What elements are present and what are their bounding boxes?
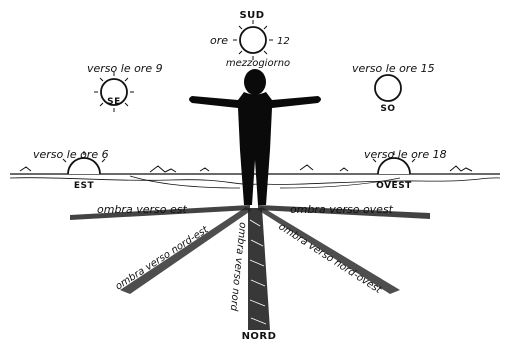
label-se: SE [107, 97, 121, 107]
label-ovest: OVEST [376, 181, 412, 191]
label-ore-12-value: 12 [277, 36, 290, 47]
label-ombra-verso-ovest: ombra verso ovest [290, 203, 394, 216]
label-sud: SUD [239, 10, 264, 21]
label-verso-ore-6: verso le ore 6 [33, 148, 109, 161]
label-ombra-verso-nord-est: ombra verso nord-est [114, 224, 212, 293]
label-ombra-verso-nord-ovest: ombra verso nord-ovest [276, 221, 384, 296]
sun-so: verso le ore 15 SO [352, 62, 435, 114]
sun-sud: SUD ore 12 mezzogiorno [210, 10, 290, 69]
label-verso-ore-15: verso le ore 15 [352, 62, 435, 75]
sun-se: verso le ore 9 SE [87, 62, 163, 112]
shadow-north [248, 208, 270, 330]
label-ombra-verso-nord: ombra verso nord [228, 222, 248, 313]
label-mezzogiorno: mezzogiorno [226, 58, 290, 69]
sun-ovest: verso le ore 18 OVEST [364, 148, 447, 191]
label-so: SO [380, 104, 395, 114]
sun-est: verso le ore 6 EST [33, 148, 109, 191]
label-ore-12-prefix: ore [210, 34, 228, 47]
label-est: EST [74, 181, 95, 191]
shadow-rays [70, 205, 430, 330]
label-verso-ore-18: verso le ore 18 [364, 148, 447, 161]
label-nord: NORD [242, 331, 277, 341]
label-verso-ore-9: verso le ore 9 [87, 62, 163, 75]
label-ombra-verso-est: ombra verso est [97, 203, 187, 216]
